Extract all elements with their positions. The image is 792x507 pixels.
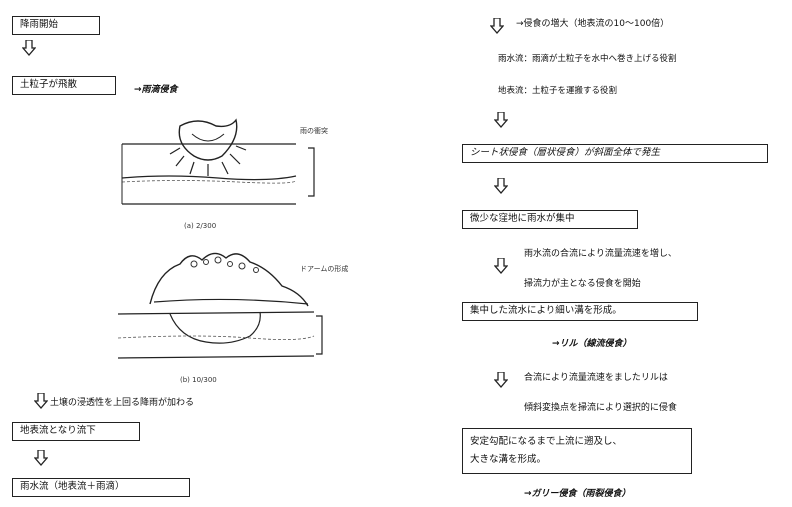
- confluence-text-2: 掃流力が主となる侵食を開始: [524, 279, 641, 289]
- fig-a-caption: (a) 2/300: [184, 222, 217, 230]
- step-gully-formation-line-2: 大きな溝を形成。: [470, 454, 547, 466]
- down-arrow-icon: [34, 450, 48, 466]
- raindrop-impact-figure: [121, 118, 315, 205]
- step-rain-flow: 雨水流（地表流＋雨滴）: [12, 478, 190, 497]
- down-arrow-icon: [22, 40, 36, 56]
- down-arrow-icon: [494, 112, 508, 128]
- step-rill-formation-label: 集中した流水により細い溝を形成。: [470, 305, 622, 316]
- step-gully-formation-line-1: 安定勾配になるまで上流に遡及し、: [470, 436, 623, 447]
- step-particle-splash-label: 土粒子が飛散: [20, 79, 78, 90]
- down-arrow-icon: [494, 372, 508, 388]
- rill-erosion-note: →リル（線流侵食）: [552, 339, 632, 349]
- rainfall-role-text: 雨水流：雨滴が土粒子を水中へ巻き上げる役割: [498, 54, 677, 64]
- step-rill-formation: 集中した流水により細い溝を形成。: [462, 302, 698, 321]
- fig-b-label: ドアームの形成: [300, 265, 349, 273]
- splash-erosion-note: →雨滴侵食: [134, 85, 178, 95]
- confluence-text-1: 雨水流の合流により流量流速を増し、: [524, 249, 677, 259]
- step-surface-flow: 地表流となり流下: [12, 422, 140, 441]
- down-arrow-icon: [34, 393, 48, 409]
- down-arrow-icon: [494, 178, 508, 194]
- surface-role-text: 地表流：土粒子を運搬する役割: [498, 86, 618, 96]
- rill-merge-text-1: 合流により流量流速をましたリルは: [524, 373, 668, 383]
- step-concentrate: 微少な窪地に雨水が集中: [462, 210, 638, 229]
- step-rainfall-start-label: 降雨開始: [20, 19, 59, 30]
- erosion-increase-note: →侵食の増大（地表流の10～100倍）: [516, 19, 670, 29]
- gully-erosion-note: →ガリー侵食（雨裂侵食）: [524, 489, 631, 499]
- infiltration-note: 土壌の浸透性を上回る降雨が加わる: [50, 398, 195, 408]
- step-sheet-erosion: シート状侵食（層状侵食）が斜面全体で発生: [462, 144, 768, 163]
- step-sheet-erosion-label: シート状侵食（層状侵食）が斜面全体で発生: [470, 147, 661, 158]
- step-gully-formation: 安定勾配になるまで上流に遡及し、 大きな溝を形成。: [462, 428, 692, 475]
- down-arrow-icon: [490, 18, 504, 34]
- step-surface-flow-label: 地表流となり流下: [20, 425, 96, 436]
- step-rain-flow-label: 雨水流（地表流＋雨滴）: [20, 481, 125, 492]
- rill-merge-text-2: 傾斜変換点を掃流により選択的に侵食: [524, 403, 677, 413]
- crust-formation-figure: [117, 252, 323, 359]
- step-concentrate-label: 微少な窪地に雨水が集中: [470, 213, 575, 224]
- fig-b-caption: (b) 10/300: [180, 376, 217, 384]
- fig-a-label: 雨の衝突: [300, 127, 328, 135]
- step-particle-splash: 土粒子が飛散: [12, 76, 116, 95]
- step-rainfall-start: 降雨開始: [12, 16, 100, 35]
- down-arrow-icon: [494, 258, 508, 274]
